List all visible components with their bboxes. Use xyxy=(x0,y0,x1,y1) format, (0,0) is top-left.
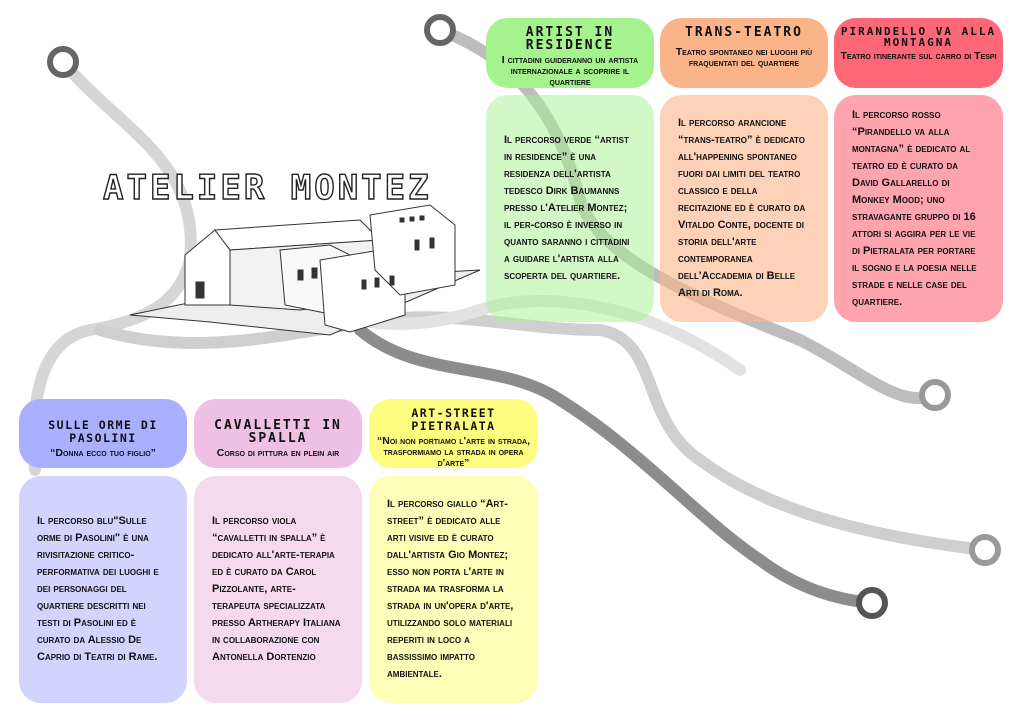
card-description: Il percorso giallo “Art-street” è dedica… xyxy=(387,498,514,680)
building-illustration xyxy=(129,204,481,336)
card-title: Trans-Teatro xyxy=(685,25,803,40)
route-endpoint-icon xyxy=(424,14,456,46)
card-description: Il percorso blu"Sulle orme di Pasolini" … xyxy=(37,515,159,663)
route-endpoint-icon xyxy=(919,379,951,411)
card-subtitle: “Donna ecco tuo figlio” xyxy=(50,447,156,459)
route-endpoint-icon xyxy=(856,587,888,619)
card-pirandello-body: Il percorso rosso “Pirandello va alla mo… xyxy=(834,95,1003,322)
card-subtitle: Teatro spontaneo nei luoghi più fraquent… xyxy=(675,46,813,69)
card-description: Il percorso arancione “trans-teatro” è d… xyxy=(678,117,806,299)
route-endpoint-icon xyxy=(47,46,79,78)
card-artist-body: Il percorso verde “artist in residence” … xyxy=(486,95,654,322)
route-path-dark xyxy=(354,324,878,609)
card-description: Il percorso rosso “Pirandello va alla mo… xyxy=(852,108,977,308)
card-trans-body: Il percorso arancione “trans-teatro” è d… xyxy=(660,95,828,322)
card-subtitle: I cittadini guideranno un artista intern… xyxy=(501,54,639,88)
route-path-light xyxy=(94,311,991,556)
card-artist-header: Artist in Residence I cittadini guideran… xyxy=(486,18,654,88)
card-artstreet-body: Il percorso giallo “Art-street” è dedica… xyxy=(369,476,538,703)
card-subtitle: Teatro itinerante sul carro di Tespi xyxy=(840,50,997,62)
card-subtitle: “Noi non portiamo l'arte in strada, tras… xyxy=(377,435,530,469)
route-path-light xyxy=(27,56,197,476)
card-trans-header: Trans-Teatro Teatro spontaneo nei luoghi… xyxy=(660,18,828,88)
route-endpoint-icon xyxy=(969,534,1001,566)
card-title: Sulle orme di Pasolini xyxy=(48,418,158,445)
card-subtitle: Corso di pittura en plein air xyxy=(216,447,340,459)
card-cavalletti-body: Il percorso viola “cavalletti in spalla”… xyxy=(194,476,362,703)
card-cavalletti-header: Cavalletti in Spalla Corso di pittura en… xyxy=(194,399,362,468)
card-title: Cavalletti in Spalla xyxy=(214,418,342,446)
card-pirandello-header: Pirandello va alla Montagna Teatro itine… xyxy=(834,18,1003,88)
card-artstreet-header: Art-Street Pietralata “Noi non portiamo … xyxy=(369,399,538,469)
card-description: Il percorso viola “cavalletti in spalla”… xyxy=(212,515,341,663)
card-pasolini-body: Il percorso blu"Sulle orme di Pasolini" … xyxy=(19,476,187,703)
card-title: Artist in Residence xyxy=(525,25,615,53)
card-description: Il percorso verde “artist in residence” … xyxy=(504,134,630,282)
card-pasolini-header: Sulle orme di Pasolini “Donna ecco tuo f… xyxy=(19,399,187,468)
card-title: Art-Street Pietralata xyxy=(411,406,496,433)
card-title: Pirandello va alla Montagna xyxy=(840,25,997,49)
page-title: ATELIER MONTEZ xyxy=(102,167,432,208)
